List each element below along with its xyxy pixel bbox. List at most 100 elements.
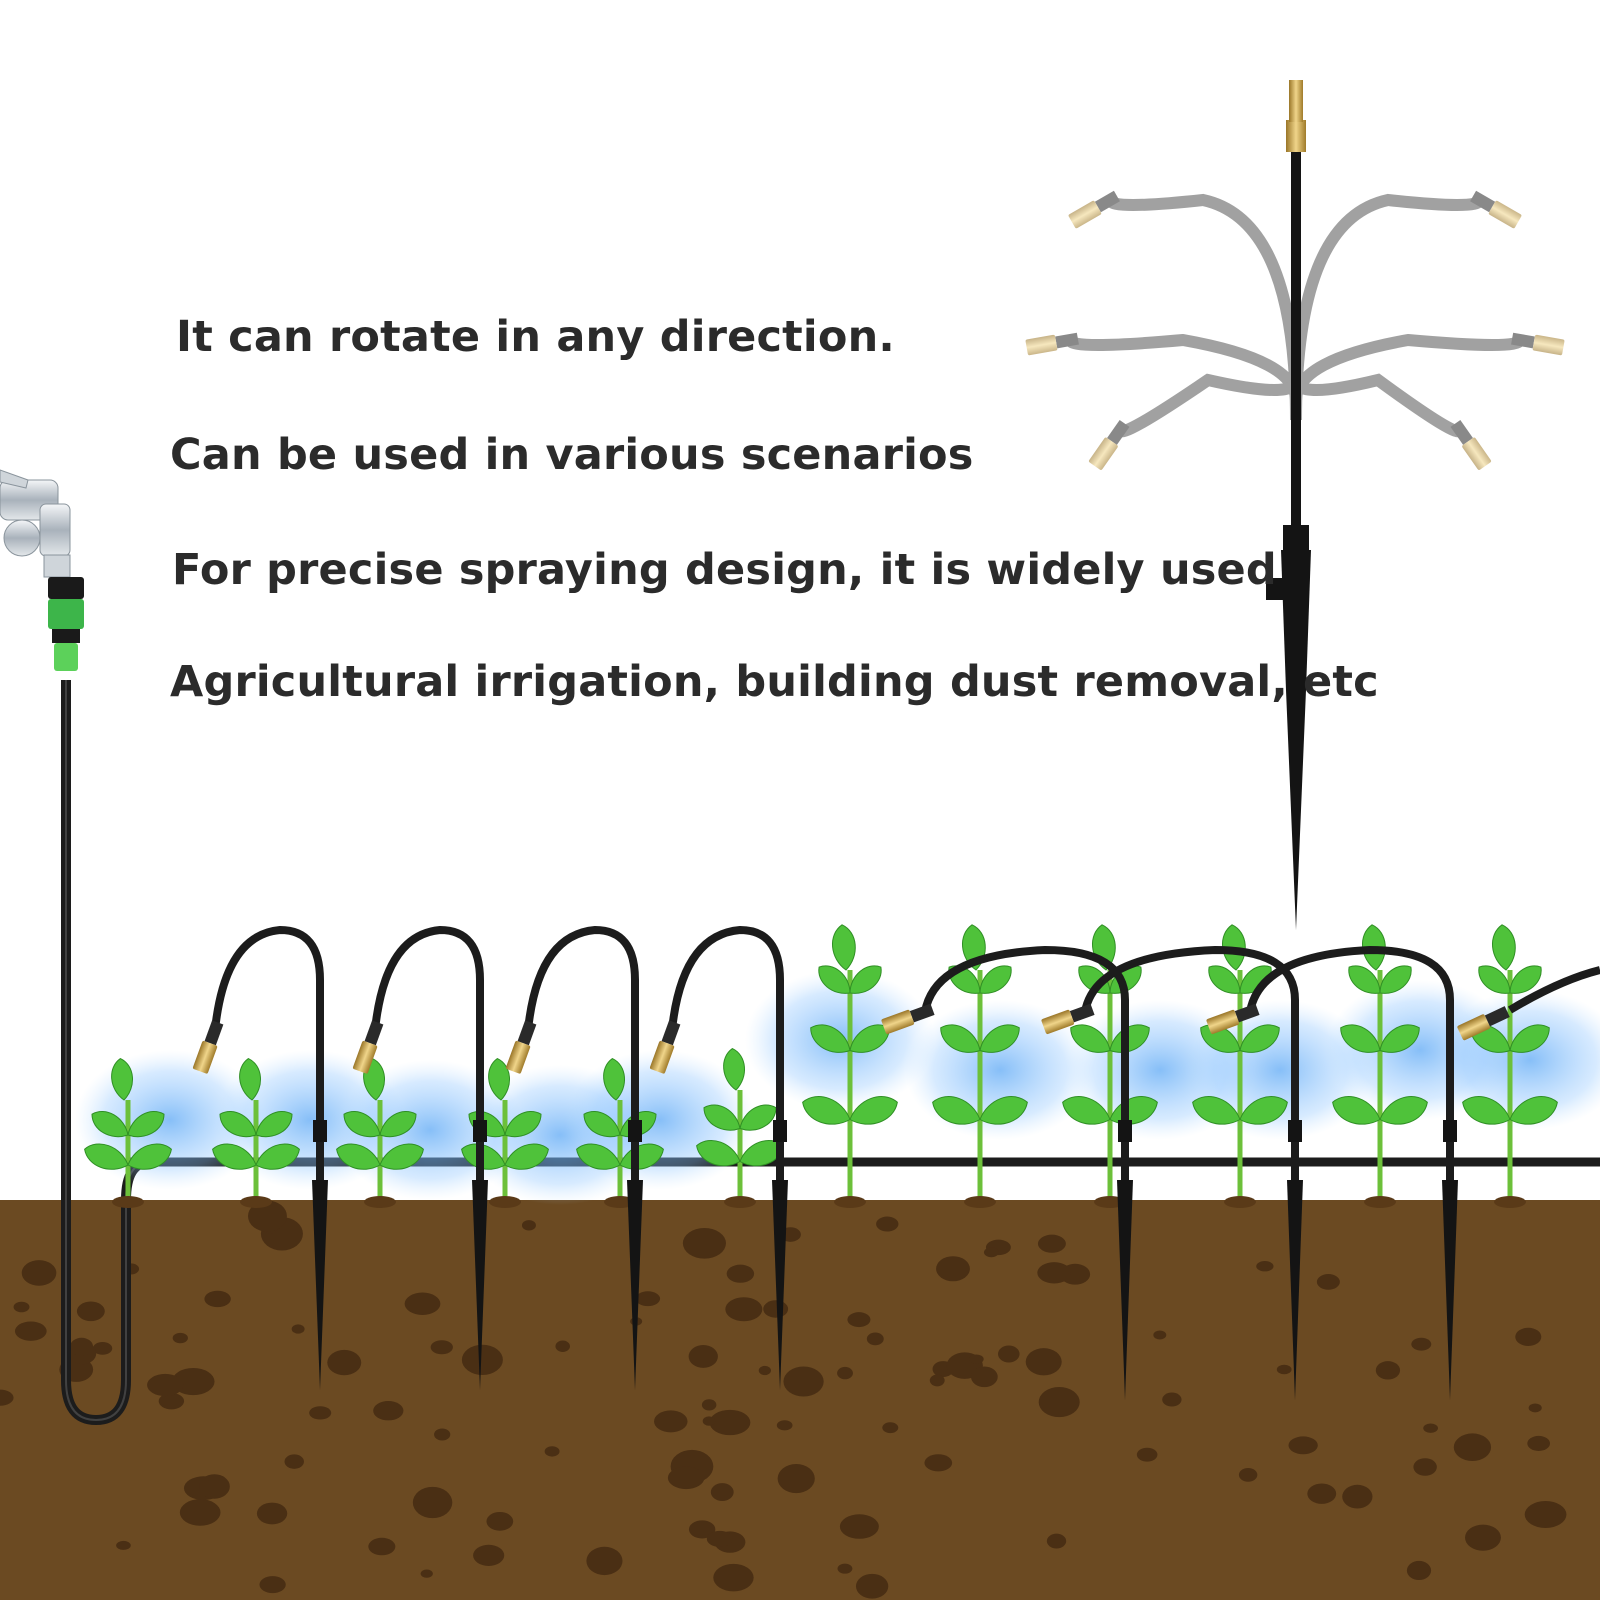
soil-spot <box>147 1373 184 1397</box>
soil-spot <box>1046 1533 1067 1549</box>
soil-spot <box>412 1486 453 1519</box>
soil-spot <box>983 1247 999 1258</box>
plant <box>212 1058 300 1208</box>
brass-nozzle <box>192 1020 224 1074</box>
brass-nozzle <box>1511 332 1565 356</box>
soil-spot <box>204 1290 231 1308</box>
soil-spot <box>847 1312 871 1328</box>
soil-spot <box>1162 1392 1182 1407</box>
soil-spot <box>199 1474 230 1499</box>
soil-spot <box>777 1463 815 1494</box>
faucet-icon <box>0 469 71 578</box>
soil-spot <box>1515 1327 1542 1346</box>
brass-nozzle <box>1457 1006 1510 1041</box>
ghost-arm <box>1104 193 1302 421</box>
soil-spot <box>473 1544 505 1566</box>
soil-spot <box>725 1297 763 1322</box>
ghost-arm <box>1290 333 1526 401</box>
soil-spot <box>855 1573 889 1599</box>
soil-spot <box>1025 1348 1062 1376</box>
soil-spot <box>327 1349 362 1376</box>
soil-spot <box>1256 1261 1274 1272</box>
soil-spot <box>461 1344 503 1375</box>
soil-spot <box>1527 1435 1550 1452</box>
soil-spot <box>929 1374 945 1387</box>
soil-spot <box>555 1340 570 1352</box>
brass-nozzle <box>1450 420 1492 470</box>
soil-spot <box>866 1332 884 1346</box>
soil-spot <box>1406 1560 1432 1581</box>
soil-spot <box>247 1200 287 1232</box>
soil-spot <box>837 1366 853 1380</box>
soil-spot <box>1037 1234 1066 1253</box>
brass-nozzle <box>1068 190 1120 229</box>
plant <box>802 924 898 1208</box>
soil-spot <box>309 1406 332 1420</box>
soil-spot <box>758 1365 771 1376</box>
soil-spot <box>284 1454 304 1469</box>
sprinkler-stake <box>505 925 643 1390</box>
soil-spot <box>430 1340 453 1355</box>
soil-spot <box>404 1292 441 1315</box>
ghost-arm <box>1064 333 1302 401</box>
soil-spot <box>706 1530 733 1548</box>
soil-spot <box>13 1301 30 1313</box>
soil-spot <box>1238 1468 1258 1482</box>
soil-spot <box>420 1569 433 1578</box>
soil-spot <box>776 1420 793 1431</box>
sprinkler-stake <box>1041 945 1303 1400</box>
soil-spot <box>839 1514 879 1539</box>
mist-layer <box>75 970 1600 1205</box>
soil-spot <box>837 1563 853 1574</box>
brass-nozzle <box>1088 420 1130 470</box>
soil-spot <box>14 1321 47 1341</box>
soil-spot <box>726 1264 755 1283</box>
plant <box>1192 924 1288 1208</box>
soil-spots <box>0 1200 1567 1599</box>
soil-spot <box>1307 1483 1337 1504</box>
soil-spot <box>1411 1337 1432 1351</box>
soil-spot <box>635 1291 661 1307</box>
soil-spot <box>783 1366 824 1397</box>
soil-spot <box>291 1324 305 1334</box>
sprinkler-stake <box>881 945 1133 1400</box>
brass-nozzle <box>649 1020 681 1074</box>
soil-spot <box>1423 1423 1438 1433</box>
soil-spot <box>1375 1361 1401 1380</box>
soil-spot <box>171 1368 215 1396</box>
ghost-arm <box>1290 193 1486 421</box>
soil-spot <box>1037 1262 1071 1284</box>
soil-spot <box>179 1499 221 1526</box>
soil-spot <box>667 1466 705 1490</box>
soil-spot <box>21 1260 57 1286</box>
soil-spot <box>1316 1274 1340 1290</box>
soil-spot <box>521 1220 536 1231</box>
plant <box>696 1048 784 1208</box>
soil-spot <box>0 1389 14 1406</box>
soil-spot <box>586 1546 623 1576</box>
plant <box>336 1058 424 1208</box>
sprinkler-stake <box>1206 945 1458 1400</box>
soil-spot <box>997 1345 1020 1363</box>
brass-nozzle <box>1470 190 1522 229</box>
soil-spot <box>924 1454 953 1472</box>
ghost-arm <box>1114 373 1302 438</box>
soil-spot <box>172 1332 188 1344</box>
hose-connector <box>48 577 84 671</box>
soil-spot <box>1288 1436 1318 1455</box>
brass-nozzle <box>1041 1003 1095 1035</box>
soil-spot <box>76 1301 105 1322</box>
soil-spot <box>936 1256 970 1282</box>
soil-spot <box>1524 1501 1567 1529</box>
soil-spot <box>702 1416 716 1426</box>
caption-precise: For precise spraying design, it is widel… <box>172 545 1277 595</box>
soil-spot <box>763 1300 789 1318</box>
soil-spot <box>968 1354 984 1364</box>
sprinkler-stake <box>192 925 328 1390</box>
soil-spot <box>682 1227 726 1259</box>
ghost-arm <box>1290 373 1466 438</box>
soil-spot <box>1342 1484 1373 1509</box>
soil-spot <box>544 1446 560 1457</box>
soil-spot <box>158 1392 185 1410</box>
